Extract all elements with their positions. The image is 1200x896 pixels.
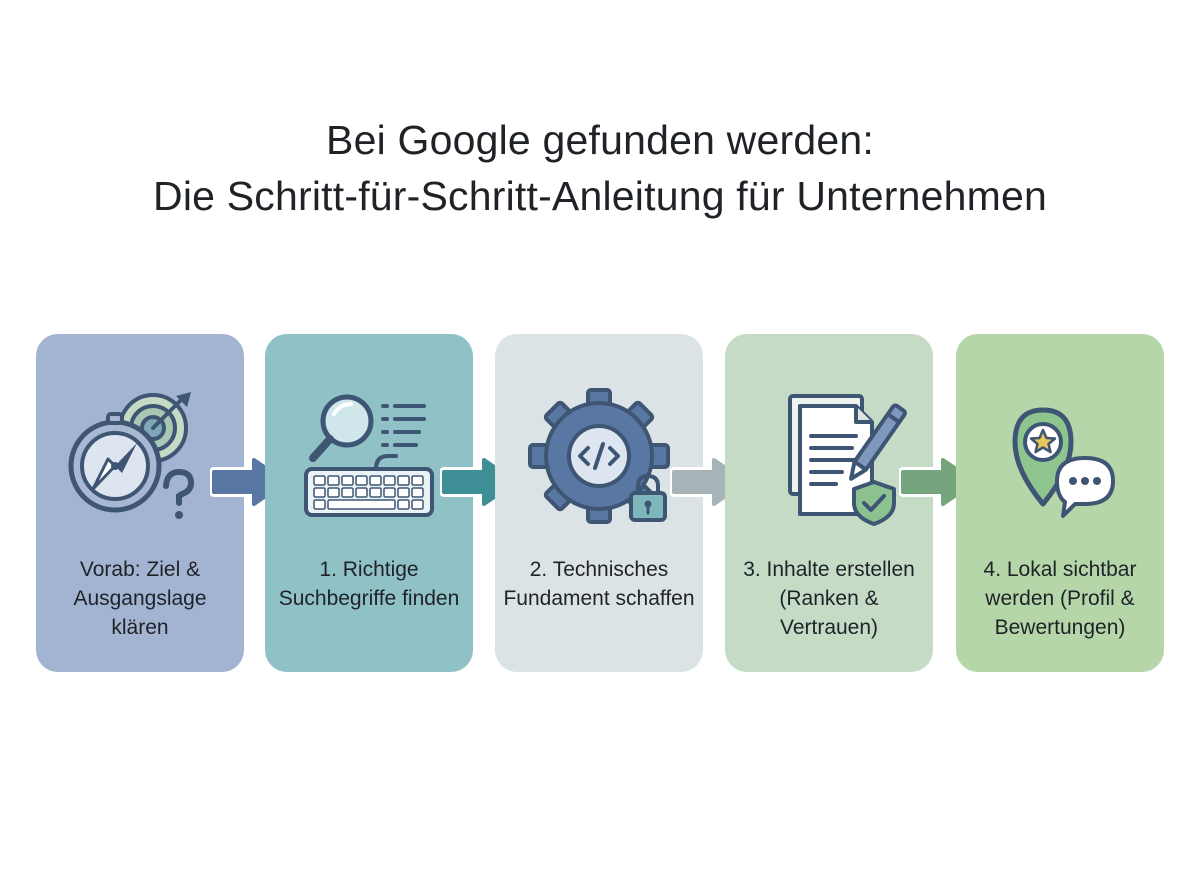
compass-target-question-icon: [68, 392, 195, 519]
document-pen-shield-icon: [788, 394, 907, 526]
step-card-inhalte: 3. Inhalte erstellen (Ranken & Vertrauen…: [725, 334, 933, 672]
step-card-technik: 2. Technisches Fundament schaffen: [495, 334, 703, 672]
title-line-1: Bei Google gefunden werden:: [326, 117, 874, 163]
step-card-suchbegriffe: 1. Richtige Suchbegriffe finden: [265, 334, 473, 672]
step-card-vorab: Vorab: Ziel & Ausgangslage klären: [36, 334, 244, 672]
step-label: 3. Inhalte erstellen (Ranken & Vertrauen…: [743, 558, 915, 639]
page-title: Bei Google gefunden werden: Die Schritt-…: [0, 112, 1200, 224]
step-label: Vorab: Ziel & Ausgangslage klären: [73, 558, 207, 639]
gear-code-lock-icon: [528, 388, 670, 524]
step-label: 2. Technisches Fundament schaffen: [503, 558, 695, 610]
step-label: 1. Richtige Suchbegriffe finden: [278, 558, 460, 610]
step-card-lokal: 4. Lokal sichtbar werden (Profil & Bewer…: [956, 334, 1164, 672]
magnifier-keyboard-icon: [304, 394, 434, 517]
map-pin-chat-icon: [1012, 407, 1115, 518]
step-label: 4. Lokal sichtbar werden (Profil & Bewer…: [983, 558, 1137, 639]
title-line-2: Die Schritt-für-Schritt-Anleitung für Un…: [153, 173, 1047, 219]
